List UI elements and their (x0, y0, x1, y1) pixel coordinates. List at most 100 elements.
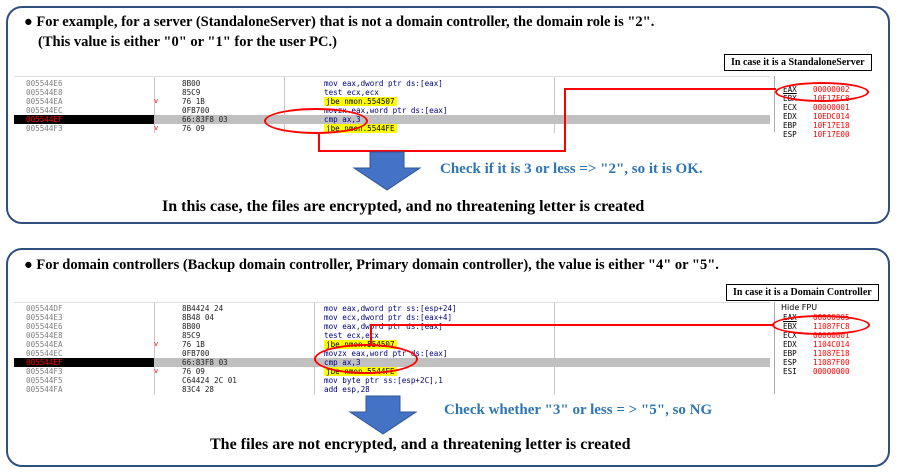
disasm-instruction: mov ecx,dword ptr ds:[eax+4] (324, 313, 453, 322)
disasm-address: 005544EF (14, 115, 154, 124)
register-name: ESI (783, 367, 797, 376)
disasm-address: 005544EC (26, 106, 63, 115)
disasm-instruction: mov byte ptr ss:[esp+2C],1 (324, 376, 443, 385)
disasm-bytes: 8B00 (182, 79, 201, 88)
disasm-address: 005544EA (26, 97, 63, 106)
disasm-address: 005544E6 (26, 322, 63, 331)
panel2-connector-vertical (370, 324, 372, 346)
jump-arrow-icon: v (154, 340, 159, 348)
disasm-bytes: 83C4 28 (182, 385, 215, 394)
register-row[interactable]: EDX 10EDC014 (775, 112, 883, 121)
register-name: EBP (783, 121, 797, 130)
disasm-address: 005544E8 (26, 331, 63, 340)
example-panel-standalone-server: ● For example, for a server (StandaloneS… (6, 6, 890, 224)
panel2-eax-highlight (772, 315, 870, 335)
disasm-bytes: 8B00 (182, 322, 201, 331)
disasm-bytes: 85C9 (182, 331, 201, 340)
register-name: EDX (783, 340, 797, 349)
panel2-cmp-highlight (314, 344, 418, 374)
panel2-down-arrow-icon (348, 395, 418, 435)
register-row[interactable]: ESI 00000000 (775, 367, 887, 376)
register-row[interactable]: ECX 00000001 (775, 331, 887, 340)
disasm-address: 005544F5 (26, 376, 63, 385)
disasm-bytes: C64424 2C 01 (182, 376, 237, 385)
register-row[interactable]: EBP 10F17E18 (775, 121, 883, 130)
disasm-instruction: mov eax,dword ptr ss:[esp+24] (324, 304, 457, 313)
disasm-instruction: mov eax,dword ptr ds:[eax] (324, 79, 443, 88)
disasm-address: 005544E3 (26, 313, 63, 322)
disasm-row[interactable]: 005544EC 0FB700 movzx eax,word ptr ds:[eax… (14, 106, 770, 115)
disasm-bytes: 8B48 04 (182, 313, 215, 322)
disasm-address: 005544E6 (26, 79, 63, 88)
register-value: 11087F00 (813, 358, 850, 367)
disasm-row[interactable]: 005544DF 8B4424 24 mov eax,dword ptr ss:[e… (14, 304, 770, 313)
jump-arrow-icon: v (154, 367, 159, 375)
disasm-row[interactable]: 005544F5 C64424 2C 01 mov byte ptr ss:[esp… (14, 376, 770, 385)
panel1-connector-up (318, 134, 320, 152)
disasm-bytes: 85C9 (182, 88, 201, 97)
disasm-address: 005544DF (26, 304, 63, 313)
register-value: 00000001 (813, 103, 850, 112)
disasm-instruction: jbe nmon.5544FE (324, 124, 397, 133)
panel2-case-tag: In case it is a Domain Controller (726, 284, 879, 301)
panel1-bullet-line2: (This value is either "0" or "1" for the… (38, 34, 337, 50)
register-value: 10EDC014 (813, 112, 850, 121)
disasm-bytes: 8B4424 24 (182, 304, 224, 313)
disasm-row[interactable]: 005544E8 85C9 test ecx,ecx (14, 331, 770, 340)
disasm-address: 005544F3 (26, 367, 63, 376)
register-row[interactable]: EDX 1104C014 (775, 340, 887, 349)
disasm-instruction: movzx eax,word ptr ds:[eax] (324, 106, 448, 115)
register-name: EDX (783, 112, 797, 121)
disasm-bytes: 0FB700 (182, 106, 210, 115)
panel1-cmp-highlight (264, 108, 368, 134)
disasm-bytes: 76 1B (182, 97, 205, 106)
disasm-row[interactable]: 005544E3 8B48 04 mov ecx,dword ptr ds:[eax… (14, 313, 770, 322)
panel1-conclusion: In this case, the files are encrypted, a… (162, 198, 645, 215)
panel2-check-callout: Check whether "3" or less = > "5", so NG (444, 402, 713, 418)
register-row[interactable]: ESP 10F17E00 (775, 130, 883, 139)
example-panel-domain-controller: ● For domain controllers (Backup domain … (6, 248, 890, 467)
register-value: 00000001 (813, 331, 850, 340)
panel1-case-tag: In case it is a StandaloneServer (724, 54, 872, 71)
register-name: ESP (783, 130, 797, 139)
register-row[interactable]: ECX 00000001 (775, 103, 883, 112)
register-value: 1104C014 (813, 340, 850, 349)
panel1-eax-highlight (775, 82, 869, 102)
panel2-conclusion: The files are not encrypted, and a threa… (210, 436, 631, 453)
disasm-instruction: test ecx,ecx (324, 88, 379, 97)
panel1-check-callout: Check if it is 3 or less => "2", so it i… (440, 161, 703, 177)
panel2-connector-horizontal (370, 324, 774, 326)
disasm-instruction: test ecx,ecx (324, 331, 379, 340)
register-value: 00000000 (813, 367, 850, 376)
disasm-address: 005544EC (26, 349, 63, 358)
disasm-address: 005544E8 (26, 88, 63, 97)
register-name: EBP (783, 349, 797, 358)
disasm-row[interactable]: 005544E6 8B00 mov eax,dword ptr ds:[eax] (14, 79, 770, 88)
jump-arrow-icon: v (154, 97, 159, 105)
disasm-bytes: 76 09 (182, 367, 205, 376)
register-name: ECX (783, 331, 797, 340)
register-header[interactable]: Hide FPU (781, 303, 818, 312)
jump-arrow-icon: v (154, 124, 159, 132)
register-value: 10F17E18 (813, 121, 850, 130)
register-name: ECX (783, 103, 797, 112)
panel1-bullet-line1: ● For example, for a server (StandaloneS… (24, 14, 655, 30)
panel2-bullet-line1: ● For domain controllers (Backup domain … (24, 257, 719, 273)
disasm-bytes: 76 1B (182, 340, 205, 349)
panel1-connector-vertical (564, 88, 566, 152)
register-value: 10F17E00 (813, 130, 850, 139)
disasm-bytes: 76 09 (182, 124, 205, 133)
disasm-row[interactable]: 005544E8 85C9 test ecx,ecx (14, 88, 770, 97)
disasm-instruction: add esp,28 (324, 385, 370, 394)
disasm-bytes: 0FB700 (182, 349, 210, 358)
disasm-address: 005544EA (26, 340, 63, 349)
panel1-down-arrow-icon (352, 151, 422, 191)
